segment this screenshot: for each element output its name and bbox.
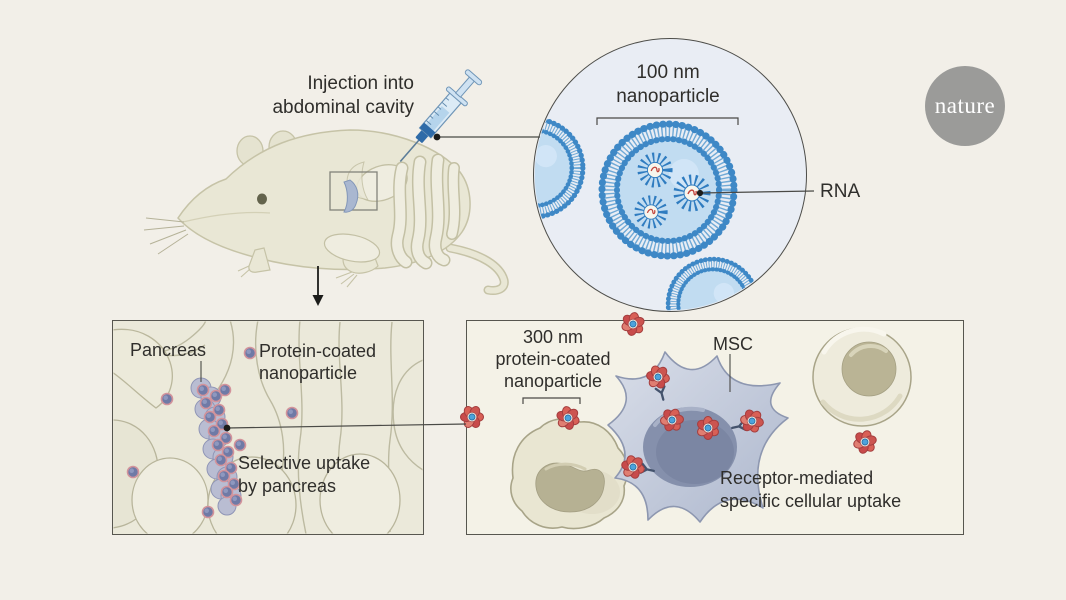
mouse-organs: [323, 153, 461, 270]
receptor-uptake-label: Receptor-mediated specific cellular upta…: [720, 467, 901, 513]
pancreas-label: Pancreas: [130, 340, 207, 360]
msc-label: MSC: [713, 334, 753, 354]
protein-label-line1: Protein-coated: [259, 341, 377, 361]
mouse-ear: [268, 130, 298, 164]
mouse-ear: [236, 135, 264, 167]
protein-coated-label: Protein-coated nanoparticle: [259, 340, 376, 384]
selective-label-line2: by pancreas: [238, 476, 337, 496]
size-label-300nm: 300 nm protein-coated nanoparticle: [473, 326, 633, 392]
mouse-tail: [445, 243, 509, 295]
inspection-square: [329, 171, 378, 211]
size-300nm-line1: 300 nm: [522, 327, 584, 347]
size-300nm-line3: nanoparticle: [503, 371, 603, 391]
selective-label-line1: Selective uptake: [238, 453, 371, 473]
pancreas-mini: [343, 179, 359, 213]
nature-logo: nature: [925, 66, 1005, 146]
receptor-label-line1: Receptor-mediated: [720, 468, 874, 488]
rna-label: RNA: [820, 181, 861, 202]
mouse-whiskers: [143, 217, 189, 255]
selective-uptake-label: Selective uptake by pancreas: [238, 452, 370, 498]
size-300nm-line2: protein-coated: [495, 349, 611, 369]
injection-label-line2: abdominal cavity: [272, 97, 414, 118]
syringe-line-dot: [433, 133, 441, 141]
injection-label: Injection into abdominal cavity: [228, 72, 414, 120]
injection-label-line1: Injection into: [307, 73, 414, 94]
down-arrow-icon: [312, 266, 324, 306]
nature-logo-text: nature: [934, 93, 996, 118]
receptor-label-line2: specific cellular uptake: [720, 491, 902, 511]
size-label-100nm: 100 nm nanoparticle: [586, 61, 750, 109]
mouse-body: [177, 129, 471, 271]
size-100nm-line1: 100 nm: [636, 62, 700, 83]
mouse-illustration: [143, 129, 509, 295]
protein-label-line2: nanoparticle: [259, 363, 358, 383]
size-100nm-line2: nanoparticle: [616, 86, 720, 107]
mouse-eye: [257, 193, 267, 205]
